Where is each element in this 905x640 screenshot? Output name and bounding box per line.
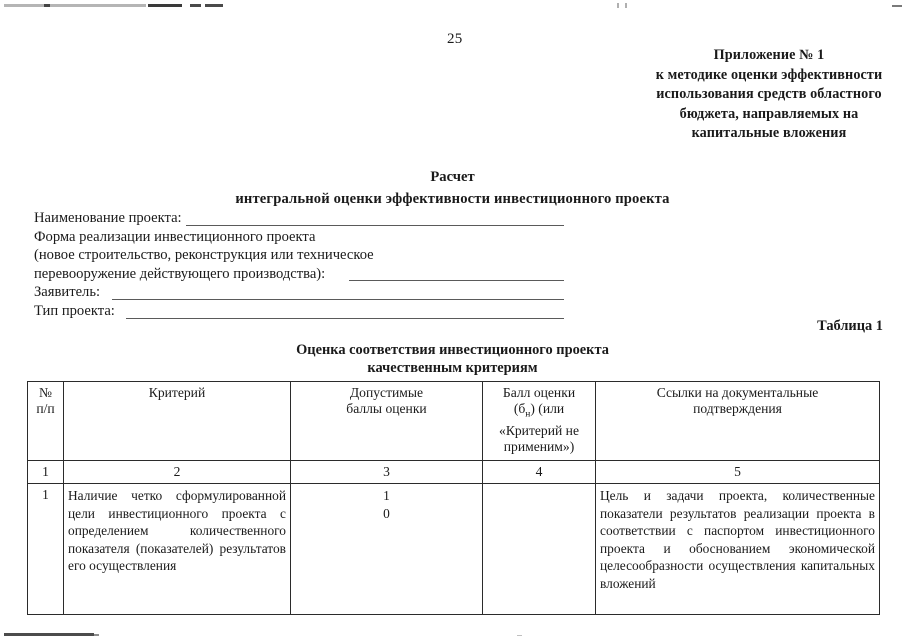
- table-header-allowed-scores: Допустимые баллы оценки: [290, 381, 483, 461]
- column-number-4: 4: [482, 460, 596, 484]
- table-header-score-line-2: (бн) (или: [487, 401, 591, 423]
- row-score-input[interactable]: [482, 483, 596, 615]
- appendix-reference-block: Приложение № 1 к методике оценки эффекти…: [640, 46, 898, 144]
- table-title-line-2: качественным критериям: [367, 360, 538, 376]
- form-rule-applicant[interactable]: [112, 298, 564, 300]
- table-row: 1 Наличие четко сформулированной цели ин…: [27, 483, 880, 615]
- appendix-line-3: использования средств областного: [656, 86, 882, 102]
- table-header-references: Ссылки на документальные подтверждения: [595, 381, 880, 461]
- column-number-1: 1: [27, 460, 64, 484]
- row-references: Цель и задачи проекта, количественные по…: [595, 483, 880, 615]
- table-title-line-1: Оценка соответствия инвестиционного прое…: [296, 342, 609, 358]
- scan-artifact-bottom: [94, 634, 99, 636]
- score-symbol-subscript: н: [525, 409, 531, 420]
- column-number-5: 5: [595, 460, 880, 484]
- scan-artifact-top: [892, 5, 902, 7]
- table-header-number-line-2: п/п: [36, 401, 55, 416]
- row-criterion: Наличие четко сформулированной цели инве…: [63, 483, 291, 615]
- page-number: 25: [447, 31, 463, 47]
- scan-artifact-top: [190, 4, 201, 7]
- qualitative-criteria-table: № п/п Критерий Допустимые баллы оценки Б…: [27, 381, 880, 615]
- column-number-3: 3: [290, 460, 483, 484]
- project-form-fields: Наименование проекта: Форма реализации и…: [34, 209, 564, 321]
- table-number-label: Таблица 1: [817, 318, 883, 334]
- form-row-project-name: Наименование проекта:: [34, 209, 564, 228]
- scan-artifact-top: [617, 3, 619, 8]
- scan-artifact-top: [4, 4, 146, 7]
- row-index: 1: [27, 483, 64, 615]
- form-label-project-type: Тип проекта:: [34, 302, 115, 319]
- score-symbol-prefix: (б: [513, 401, 526, 416]
- scan-artifact-top: [205, 4, 223, 7]
- appendix-line-1: Приложение № 1: [713, 47, 825, 63]
- column-number-2: 2: [63, 460, 291, 484]
- scan-artifact-top: [148, 4, 182, 7]
- allowed-score-option-1: 1: [383, 488, 390, 503]
- table-header-allowed-scores-line-1: Допустимые: [349, 385, 424, 400]
- form-row-project-type: Тип проекта:: [34, 302, 564, 321]
- form-label-implementation-form: Форма реализации инвестиционного проекта: [34, 228, 316, 245]
- table-title: Оценка соответствия инвестиционного прое…: [0, 341, 905, 377]
- table-header-number: № п/п: [27, 381, 64, 461]
- scan-artifact-top: [44, 4, 50, 7]
- form-label-project-name: Наименование проекта:: [34, 210, 182, 226]
- row-allowed-scores: 1 0: [290, 483, 483, 615]
- appendix-line-2: к методике оценки эффективности: [655, 66, 883, 83]
- table-header-criterion-line-1: Критерий: [148, 385, 206, 400]
- score-symbol-suffix: ) (или: [530, 401, 565, 416]
- form-rule-retooling[interactable]: [349, 280, 564, 282]
- table-header-row: № п/п Критерий Допустимые баллы оценки Б…: [27, 381, 880, 461]
- allowed-score-option-2: 0: [383, 505, 390, 521]
- table-header-number-line-1: №: [39, 385, 52, 400]
- form-row-implementation-form: Форма реализации инвестиционного проекта: [34, 228, 564, 247]
- table-column-number-row: 1 2 3 4 5: [27, 460, 880, 484]
- form-row-implementation-form-cont: (новое строительство, реконструкция или …: [34, 246, 564, 265]
- form-rule-project-type[interactable]: [126, 317, 564, 319]
- appendix-line-4: бюджета, направляемых на: [679, 105, 859, 122]
- table-header-score-line-4: применим»): [503, 438, 575, 454]
- form-rule-project-name[interactable]: [186, 224, 564, 226]
- form-label-retooling: перевооружение действующего производства…: [34, 265, 326, 282]
- scan-artifact-top: [625, 3, 627, 8]
- table-header-allowed-scores-line-2: баллы оценки: [346, 401, 427, 416]
- table-header-score: Балл оценки (бн) (или «Критерий не приме…: [482, 381, 596, 461]
- document-heading-line-1: Расчет: [430, 169, 475, 185]
- form-row-applicant: Заявитель:: [34, 283, 564, 302]
- table-header-references-line-1: Ссылки на документальные: [656, 385, 819, 400]
- form-label-implementation-form-cont: (новое строительство, реконструкция или …: [34, 247, 374, 264]
- scan-artifact-bottom: [4, 633, 94, 636]
- form-label-applicant: Заявитель:: [34, 284, 101, 301]
- document-heading: Расчет интегральной оценки эффективности…: [0, 166, 905, 210]
- table-header-score-line-3: «Критерий не: [499, 422, 579, 438]
- form-row-retooling: перевооружение действующего производства…: [34, 265, 564, 284]
- table-header-score-line-1: Балл оценки: [502, 385, 576, 400]
- scan-artifact-bottom: [517, 635, 522, 636]
- table-header-criterion: Критерий: [63, 381, 291, 461]
- appendix-line-5: капитальные вложения: [691, 125, 847, 141]
- table-header-references-line-2: подтверждения: [693, 401, 782, 416]
- document-heading-line-2: интегральной оценки эффективности инвест…: [235, 191, 670, 207]
